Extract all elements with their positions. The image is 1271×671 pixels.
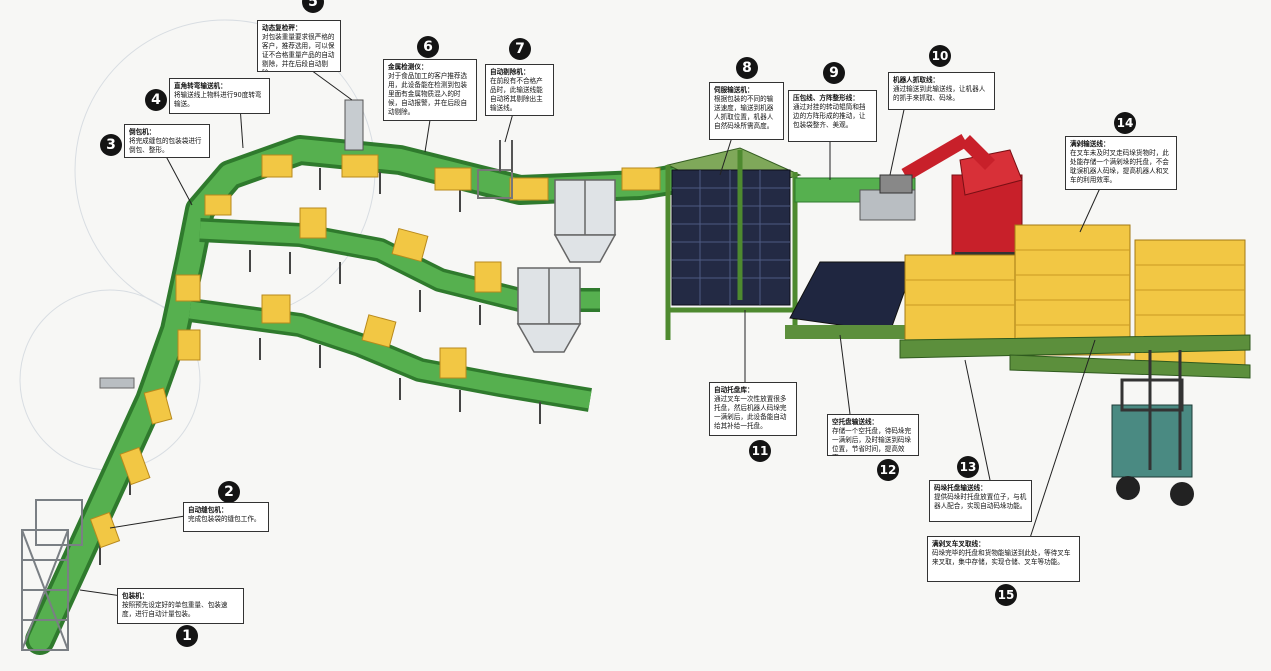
callout-number-4: 4: [145, 89, 167, 111]
branch-hoppers: [516, 179, 617, 353]
callout-title-5: 动态复检秤：: [262, 24, 302, 32]
callout-number-11: 11: [749, 440, 771, 462]
callout-box-11: 自动托盘库： 通过叉车一次性放置很多托盘，然后机器人码垛完一满剁后，此设备能自动…: [709, 382, 797, 436]
callout-title-13: 码垛托盘输送线：: [934, 484, 987, 492]
callout-desc-5: 对包装重量要求很严格的客户，推荐选用，可以保证不合格重量产品的自动剔除，并在后段…: [262, 33, 335, 71]
callout-number-8: 8: [736, 57, 758, 79]
callout-number-5: 5: [302, 0, 324, 13]
callout-title-9: 压包线、方阵整形线：: [793, 94, 859, 102]
callout-title-14: 满剁输送线：: [1070, 140, 1110, 148]
callout-desc-2: 完成包装袋的缝包工作。: [188, 515, 261, 523]
callout-number-1: 1: [176, 625, 198, 647]
pallet-magazine: [665, 147, 802, 340]
callout-box-5: 动态复检秤： 对包装重量要求很严格的客户，推荐选用，可以保证不合格重量产品的自动…: [257, 20, 341, 72]
callout-desc-8: 根据包装的不同的输送速度，输送到机器人抓取位置，机器人自然码垛所需高度。: [714, 95, 774, 130]
callout-title-7: 自动剔除机：: [490, 68, 530, 76]
callout-number-14: 14: [1114, 112, 1136, 134]
callout-desc-3: 将完成缝包的包装袋进行倒包、整形。: [129, 137, 202, 154]
callout-number-3: 3: [100, 134, 122, 156]
callout-number-9: 9: [823, 62, 845, 84]
callout-box-8: 伺服输送机： 根据包装的不同的输送速度，输送到机器人抓取位置，机器人自然码垛所需…: [709, 82, 784, 140]
callout-box-15: 满剁叉车叉取线： 码垛完毕的托盘和货物能输送到此处，等待叉车来叉取，集中存储，实…: [927, 536, 1080, 582]
callout-title-3: 倒包机：: [129, 128, 156, 136]
callout-title-1: 包装机：: [122, 592, 149, 600]
callout-title-15: 满剁叉车叉取线：: [932, 540, 985, 548]
palletizing-robot: [879, 133, 1025, 266]
callout-desc-4: 将输送线上物料进行90度转弯输送。: [174, 91, 262, 108]
callout-desc-1: 按照预先设定好的单包重量、包装速度，进行自动计量包装。: [122, 601, 228, 618]
callout-title-2: 自动缝包机：: [188, 506, 228, 514]
callout-number-12: 12: [877, 459, 899, 481]
callout-number-7: 7: [509, 38, 531, 60]
callout-number-2: 2: [218, 481, 240, 503]
callout-number-13: 13: [957, 456, 979, 478]
callout-title-8: 伺服输送机：: [714, 86, 754, 94]
callout-box-2: 自动缝包机： 完成包装袋的缝包工作。: [183, 502, 269, 532]
callout-box-13: 码垛托盘输送线： 提供码垛时托盘放置位子，与机器人配合，实现自动码垛功能。: [929, 480, 1032, 522]
callout-number-10: 10: [929, 45, 951, 67]
callout-number-6: 6: [417, 36, 439, 58]
output-roller-conveyors: [899, 334, 1251, 379]
callout-desc-13: 提供码垛时托盘放置位子，与机器人配合，实现自动码垛功能。: [934, 493, 1027, 510]
callout-box-4: 直角转弯输送机： 将输送线上物料进行90度转弯输送。: [169, 78, 270, 114]
callout-desc-7: 在前段有不合格产品时，此输送线能自动将其剔除出主输送线。: [490, 77, 543, 112]
callout-desc-9: 通过对挂的转动辊筒和挡边的方阵形成的推动，让包装袋整齐、美观。: [793, 103, 866, 129]
callout-box-7: 自动剔除机： 在前段有不合格产品时，此输送线能自动将其剔除出主输送线。: [485, 64, 554, 116]
callout-title-6: 金属检测仪：: [388, 63, 428, 71]
callout-title-11: 自动托盘库：: [714, 386, 754, 394]
callout-box-1: 包装机： 按照预先设定好的单包重量、包装速度，进行自动计量包装。: [117, 588, 244, 624]
callout-box-10: 机器人抓取线： 通过输送到此输送线，让机器人的抓手来抓取、码垛。: [888, 72, 995, 110]
callout-box-6: 金属检测仪： 对于食品加工的客户推荐选用，此设备能在检测到包装里面有金属物质混入…: [383, 59, 477, 121]
callout-number-15: 15: [995, 584, 1017, 606]
callout-desc-10: 通过输送到此输送线，让机器人的抓手来抓取、码垛。: [893, 85, 986, 102]
packing-machine: [21, 499, 83, 651]
forklift: [1111, 350, 1194, 506]
callout-box-12: 空托盘输送线： 存储一个空托盘，待码垛完一满剁后，及时输送到码垛位置，节省时间，…: [827, 414, 919, 456]
callout-box-14: 满剁输送线： 在叉车未及时叉走码垛货物时，此处能存储一个满剁垛的托盘，不会耽误机…: [1065, 136, 1177, 190]
callout-desc-15: 码垛完毕的托盘和货物能输送到此处，等待叉车来叉取，集中存储，实现仓储、叉车等功能…: [932, 549, 1071, 566]
callout-title-12: 空托盘输送线：: [832, 418, 879, 426]
callout-desc-11: 通过叉车一次性放置很多托盘，然后机器人码垛完一满剁后，此设备能自动给其补给一托盘…: [714, 395, 787, 430]
empty-pallet-conveyor: [785, 261, 916, 339]
callout-title-4: 直角转弯输送机：: [174, 82, 227, 90]
stack-layer-lines: [905, 249, 1245, 341]
callout-title-10: 机器人抓取线：: [893, 76, 940, 84]
callout-box-9: 压包线、方阵整形线： 通过对挂的转动辊筒和挡边的方阵形成的推动，让包装袋整齐、美…: [788, 90, 877, 142]
callout-desc-12: 存储一个空托盘，待码垛完一满剁后，及时输送到码垛位置，节省时间，提高效率。: [832, 427, 912, 455]
callout-box-3: 倒包机： 将完成缝包的包装袋进行倒包、整形。: [124, 124, 210, 158]
callout-desc-14: 在叉车未及时叉走码垛货物时，此处能存储一个满剁垛的托盘，不会耽误机器人码垛，提高…: [1070, 149, 1169, 184]
callout-desc-6: 对于食品加工的客户推荐选用，此设备能在检测到包装里面有金属物质混入的时候，自动报…: [388, 72, 468, 116]
